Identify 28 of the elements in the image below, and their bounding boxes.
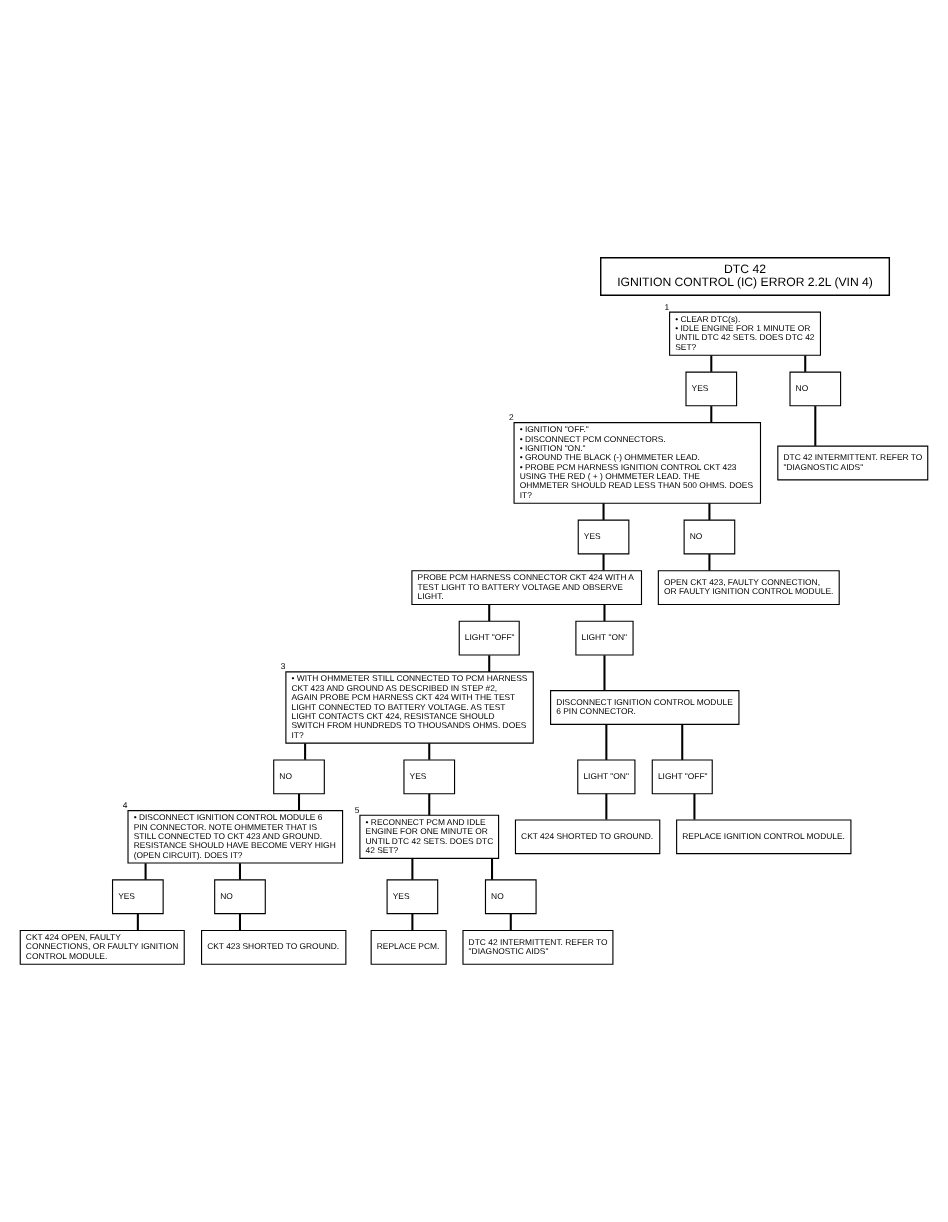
connector — [814, 406, 817, 446]
connector — [428, 743, 431, 760]
connector — [603, 655, 606, 691]
connector — [603, 604, 606, 622]
connector — [605, 724, 608, 760]
connector — [804, 355, 807, 372]
connector — [411, 858, 414, 880]
connector — [428, 793, 431, 816]
connector — [144, 863, 147, 880]
connector — [605, 793, 608, 820]
connector — [136, 913, 139, 931]
connector — [238, 913, 241, 931]
connector — [708, 554, 711, 571]
connector — [602, 503, 605, 520]
connector — [304, 743, 307, 760]
connector — [488, 655, 491, 672]
connector — [238, 863, 241, 880]
connector — [710, 355, 713, 372]
connector — [509, 913, 512, 931]
connector — [491, 858, 494, 880]
connector — [488, 604, 491, 622]
connector — [681, 724, 684, 760]
connector — [693, 793, 696, 820]
connector — [708, 503, 711, 520]
connector — [710, 406, 713, 423]
connector — [602, 554, 605, 571]
connector — [411, 913, 414, 931]
connector — [298, 793, 301, 811]
